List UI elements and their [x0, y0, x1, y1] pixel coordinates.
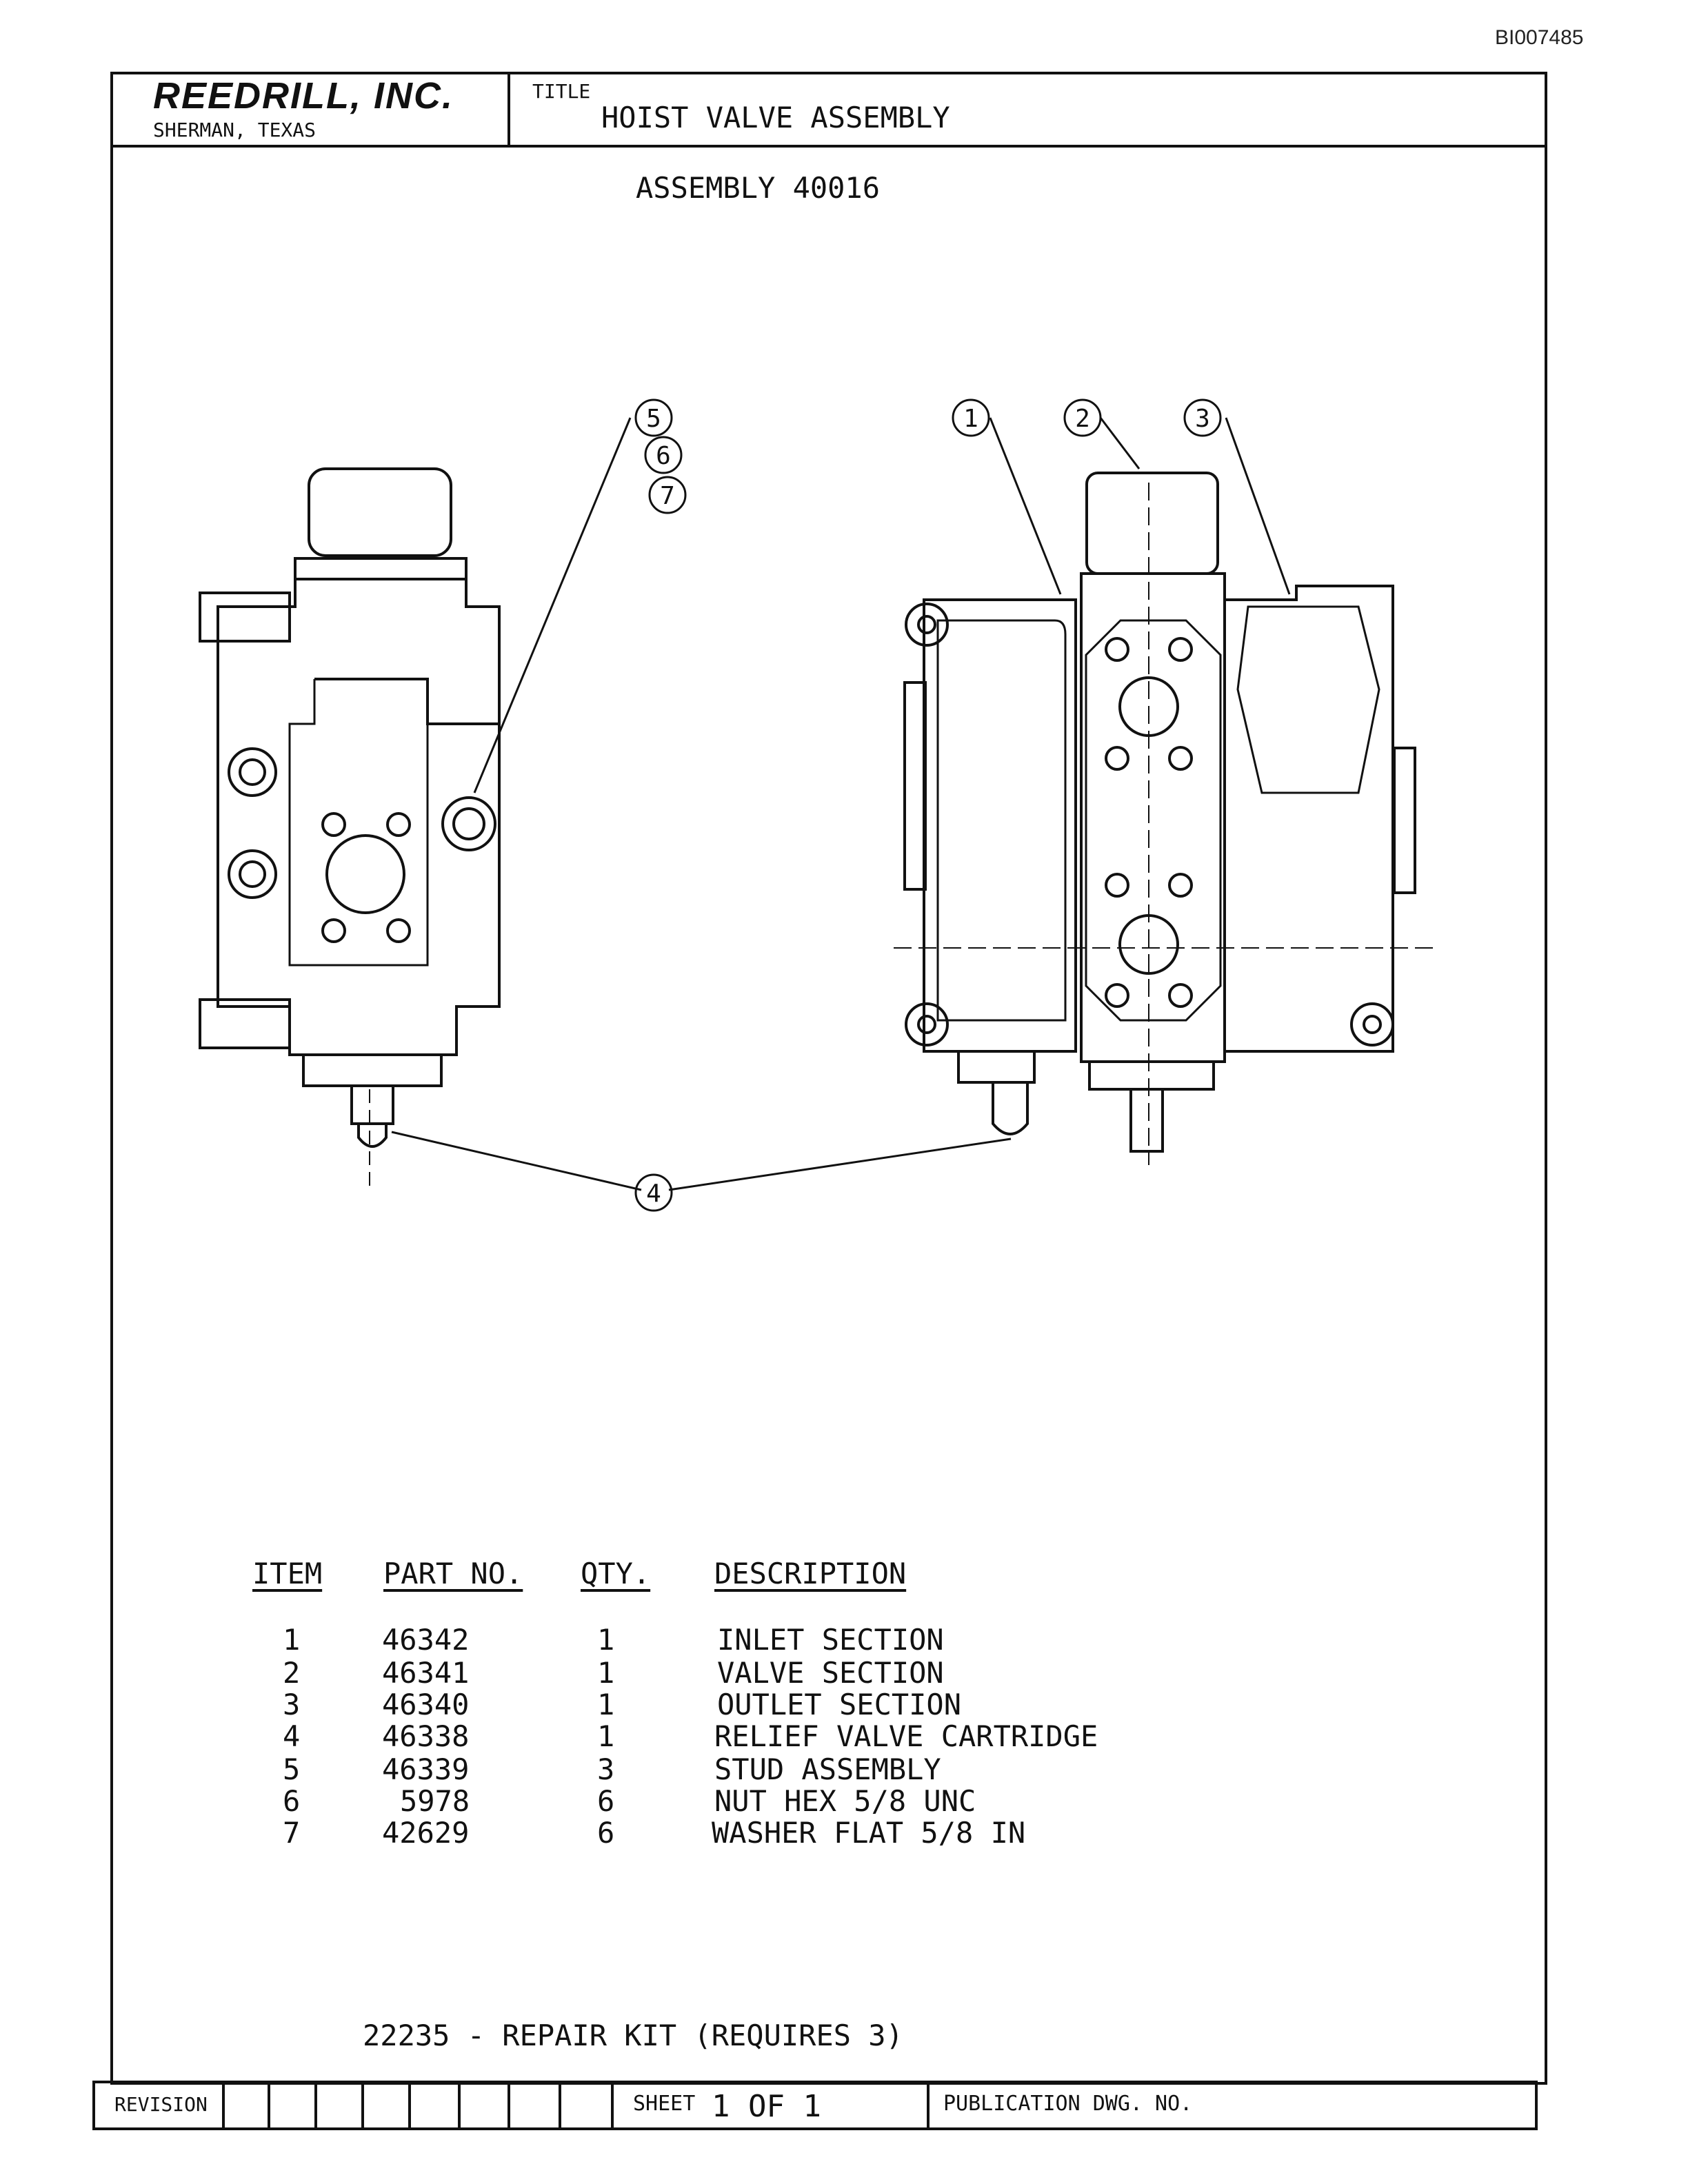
- valve-plate: [1085, 619, 1222, 1022]
- side-fitting-left: [903, 681, 927, 891]
- center-port: [325, 834, 405, 914]
- assembly-number: ASSEMBLY 40016: [636, 171, 881, 205]
- title-label: TITLE: [532, 80, 591, 103]
- revision-block: [92, 2081, 1538, 2130]
- body-outline: [217, 578, 501, 1056]
- relief-cartridge-body: [350, 1084, 394, 1125]
- revision-cell-divider: [222, 2081, 225, 2130]
- mount-hole-tl: [905, 603, 949, 647]
- revision-cell-divider: [314, 2081, 317, 2130]
- revision-cell-divider: [458, 2081, 461, 2130]
- revision-cell-divider: [508, 2081, 510, 2130]
- col-header-item: ITEM: [252, 1557, 323, 1590]
- mount-hole-br: [1350, 1002, 1394, 1046]
- relief-cartridge-right: [992, 1081, 1029, 1135]
- col-header-description: DESCRIPTION: [714, 1557, 907, 1590]
- sheet-cell-divider: [611, 2081, 614, 2130]
- mount-plate: [288, 679, 429, 967]
- port-top-left: [199, 592, 291, 643]
- col-header-qty: QTY.: [581, 1557, 651, 1590]
- stud-assembly-shape: [441, 796, 496, 851]
- revision-label: REVISION: [114, 2093, 208, 2116]
- valve-section-shape: [1080, 572, 1226, 1063]
- side-view-drawing: [199, 467, 501, 1186]
- drawing-title: HOIST VALVE ASSEMBLY: [601, 101, 950, 134]
- callout-7: 7: [660, 482, 675, 510]
- company-name: REEDRILL, INC.: [153, 75, 454, 117]
- outlet-window: [1236, 605, 1380, 794]
- side-fitting-right: [1393, 747, 1416, 894]
- title-block: [110, 72, 1547, 148]
- document-id: BI007485: [1495, 26, 1584, 49]
- inlet-section-shape: [923, 598, 1077, 1053]
- callout-5: 5: [646, 405, 661, 433]
- mount-hole-bl: [905, 1002, 949, 1046]
- sheet-number: 1 OF 1: [712, 2089, 821, 2124]
- port-bottom-left: [199, 998, 291, 1049]
- callout-leaders: [391, 417, 1291, 1191]
- callout-4: 4: [646, 1180, 661, 1208]
- repair-kit-note: 22235 - REPAIR KIT (REQUIRES 3): [363, 2019, 903, 2052]
- spool-housing: [1088, 1060, 1215, 1091]
- bolt-head-upper: [228, 747, 277, 797]
- relief-nut: [302, 1053, 443, 1087]
- inlet-inner: [936, 619, 1067, 1022]
- revision-cell-divider: [408, 2081, 411, 2130]
- drawing-frame: [110, 72, 1547, 2085]
- publication-dwg-label: PUBLICATION DWG. NO.: [943, 2092, 1193, 2116]
- callout-circles: [634, 398, 1222, 1212]
- col-header-part-no: PART NO.: [383, 1557, 523, 1590]
- relief-nut-right: [957, 1050, 1036, 1084]
- callout-3: 3: [1195, 405, 1210, 433]
- revision-cell-divider: [559, 2081, 561, 2130]
- body-recess: [314, 678, 499, 725]
- callout-1: 1: [963, 405, 978, 433]
- spool-end: [1129, 1088, 1164, 1153]
- callout-6: 6: [656, 442, 671, 470]
- publication-cell-divider: [927, 2081, 930, 2130]
- company-location: SHERMAN, TEXAS: [153, 119, 316, 141]
- outlet-section-shape: [1223, 585, 1394, 1053]
- solenoid-cap: [1085, 472, 1219, 575]
- sheet-label: SHEET: [633, 2092, 696, 2116]
- front-view-drawing: [894, 472, 1434, 1165]
- relief-cartridge-tip: [357, 1122, 388, 1148]
- title-block-divider: [508, 72, 510, 148]
- revision-cell-divider: [361, 2081, 364, 2130]
- callout-2: 2: [1075, 405, 1090, 433]
- cap-flange: [294, 557, 468, 580]
- cap-shape: [308, 467, 452, 557]
- bolt-head-lower: [228, 849, 277, 899]
- revision-cell-divider: [268, 2081, 270, 2130]
